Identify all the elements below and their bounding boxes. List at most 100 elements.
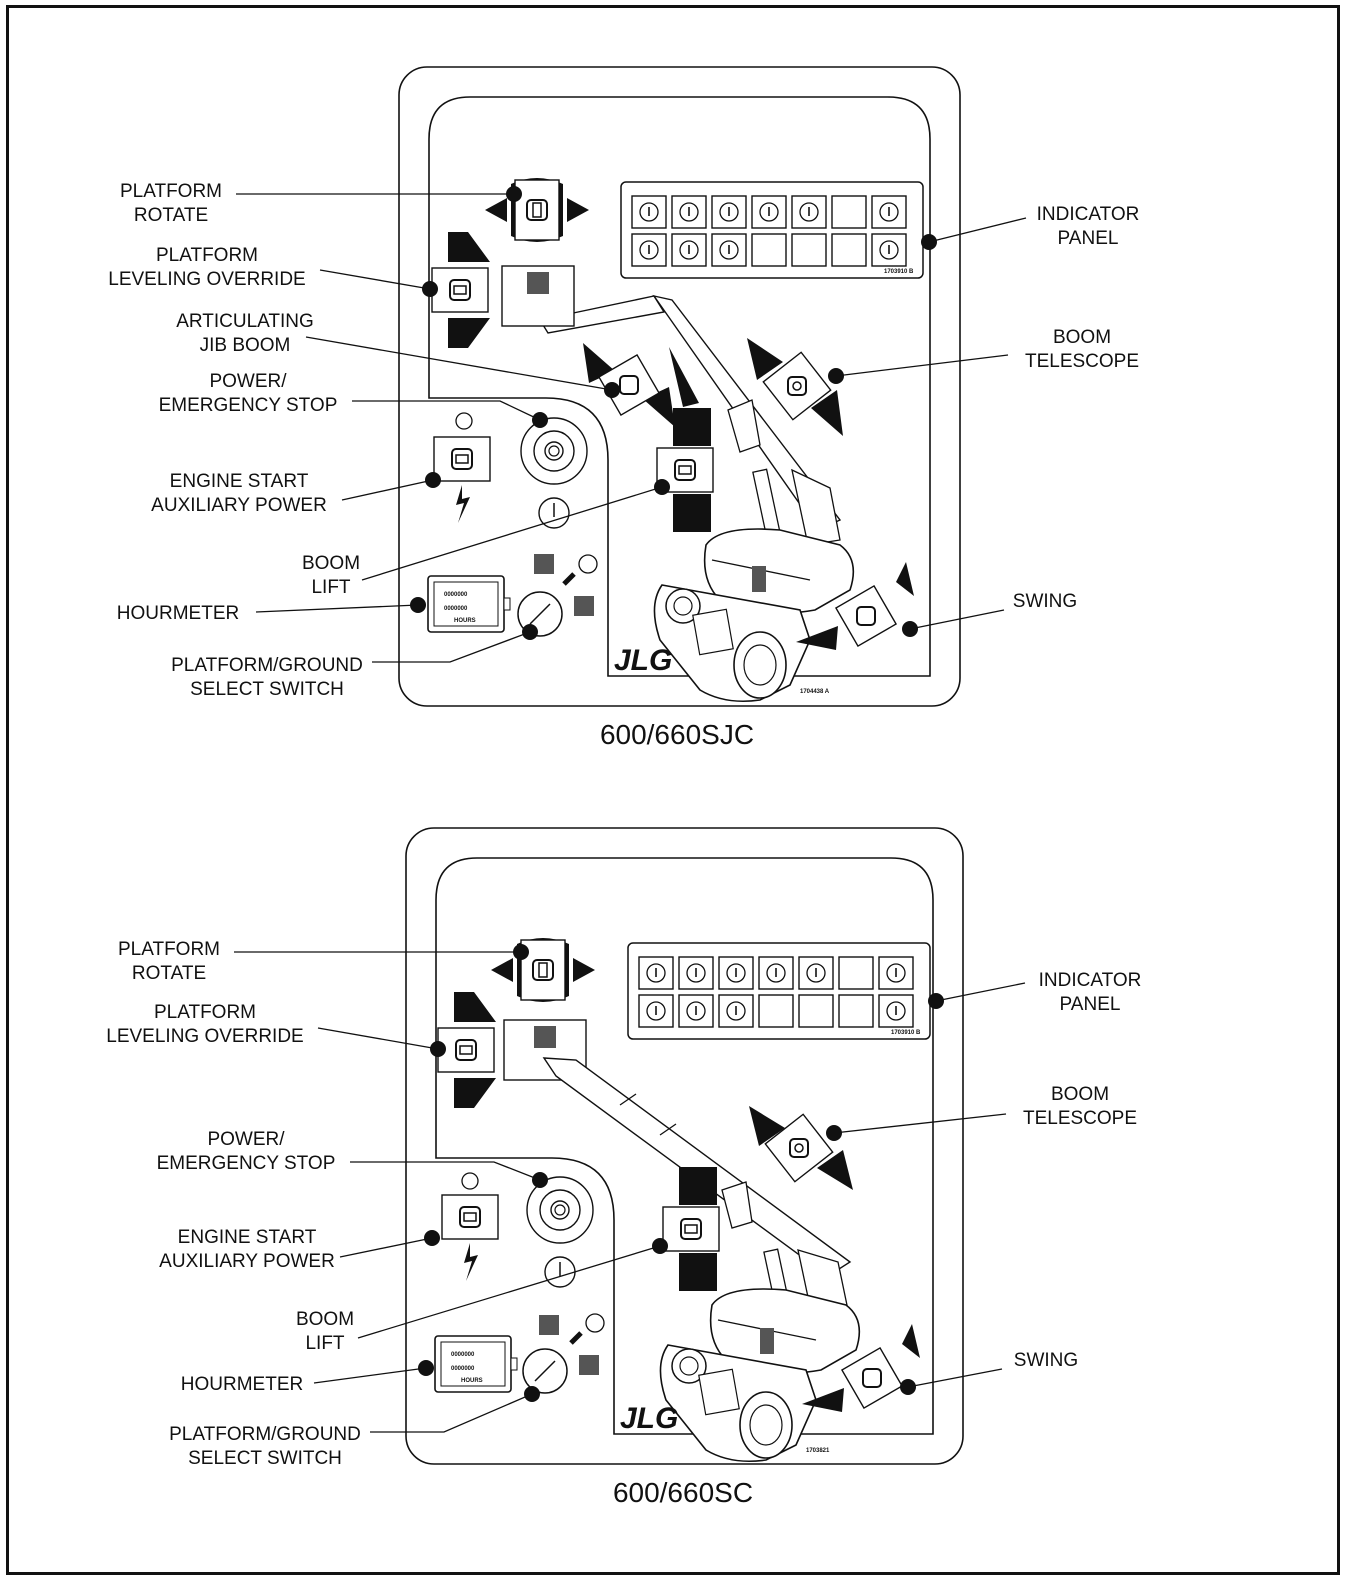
indicator-light: [838, 994, 874, 1028]
label-swing: SWING: [1013, 591, 1077, 612]
callout-dot: [430, 1041, 446, 1057]
diagram-sc: 1703910 B JLG 1703821: [405, 827, 964, 1465]
hourmeter-digits-4: 0000000: [451, 1366, 475, 1372]
engine-start-switch[interactable]: [433, 412, 491, 523]
engine-start-switch-2[interactable]: [441, 1172, 499, 1281]
hourmeter-hours: HOURS: [454, 618, 476, 624]
power-icon: [538, 497, 570, 529]
indicator-symbol-icon: [639, 202, 659, 222]
jlg-logo: JLG: [614, 644, 672, 677]
indicator-symbol-icon: [886, 1001, 906, 1021]
platform-leveling-switch[interactable]: [431, 232, 490, 348]
indicator-symbol-icon: [806, 963, 826, 983]
indicator-symbol-icon: [679, 240, 699, 260]
leader-line: [350, 1161, 541, 1181]
emergency-stop-button[interactable]: [520, 417, 588, 529]
indicator-symbol-icon: [799, 202, 819, 222]
indicator-symbol-icon: [766, 963, 786, 983]
leader-line: [339, 1237, 433, 1258]
diagram-sjc: 1703910 B JLG 1704438 A: [398, 66, 961, 707]
boom-lift-switch-2[interactable]: [662, 1167, 720, 1291]
leader-line: [372, 631, 531, 663]
indicator-symbol-icon: [686, 1001, 706, 1021]
callout-dot: [524, 1386, 540, 1402]
platform-ground-select-switch-2[interactable]: [522, 1313, 605, 1394]
callout-dot: [921, 234, 937, 250]
panel-number: 1704438 A: [800, 689, 830, 695]
indicator-light: [791, 233, 827, 267]
boom-lift-switch[interactable]: [656, 408, 714, 532]
callout-dot: [418, 1360, 434, 1376]
leader-line: [907, 1368, 1003, 1388]
indicator-symbol-icon: [686, 963, 706, 983]
jib-boom-switch[interactable]: [583, 343, 699, 427]
leader-line: [317, 1027, 439, 1050]
swing-switch[interactable]: [796, 562, 914, 650]
indicator-symbol-icon: [726, 963, 746, 983]
callout-dot: [425, 472, 441, 488]
platform-rotate-switch-2[interactable]: [491, 938, 595, 1002]
leader-line: [935, 982, 1026, 1002]
leader-line: [341, 479, 434, 501]
boom-telescope-switch-2[interactable]: [749, 1106, 853, 1190]
label-power-emergency-stop: POWER/EMERGENCY STOP: [157, 1129, 336, 1174]
callout-dot: [902, 621, 918, 637]
callout-dot: [506, 186, 522, 202]
lightning-icon-2: [464, 1243, 478, 1281]
indicator-symbol-icon: [679, 202, 699, 222]
indicator-symbol-icon: [879, 202, 899, 222]
leader-line: [835, 354, 1009, 377]
indicator-symbol-icon: [886, 963, 906, 983]
indicator-symbol-icon: [719, 240, 739, 260]
emergency-stop-button-2[interactable]: [526, 1176, 594, 1288]
diagram-caption: 600/660SC: [613, 1477, 753, 1508]
leader-line: [928, 217, 1027, 243]
platform-rotate-switch[interactable]: [485, 178, 589, 242]
leader-line: [319, 269, 431, 290]
indicator-light: [758, 994, 794, 1028]
hourmeter-hours-2: HOURS: [461, 1378, 483, 1384]
label-hourmeter: HOURMETER: [181, 1374, 303, 1395]
platform-ground-select-switch[interactable]: [517, 554, 598, 637]
indicator-light: [871, 195, 907, 229]
indicator-symbol-icon: [879, 240, 899, 260]
indicator-light: [831, 233, 867, 267]
boom-telescope-switch[interactable]: [747, 338, 843, 436]
diagram-caption: 600/660SJC: [600, 719, 754, 750]
indicator-panel-number: 1703910 B: [884, 269, 914, 275]
jlg-logo-2: JLG: [620, 1402, 678, 1435]
leader-line: [833, 1113, 1007, 1134]
indicator-symbol-icon: [646, 1001, 666, 1021]
hourmeter-digits-2: 0000000: [444, 606, 468, 612]
callout-dot: [652, 1238, 668, 1254]
indicator-light: [711, 233, 747, 267]
callout-dot: [513, 944, 529, 960]
swing-switch-2[interactable]: [802, 1324, 920, 1412]
hourmeter-digits-3: 0000000: [451, 1352, 475, 1358]
indicator-symbol-icon: [639, 240, 659, 260]
platform-leveling-switch-2[interactable]: [437, 992, 496, 1108]
indicator-light: [838, 956, 874, 990]
boom-structure: JLG 1704438 A: [501, 265, 855, 703]
panel-outline: [398, 66, 961, 707]
callout-dot: [826, 1125, 842, 1141]
panel-inner-outline-2: [435, 857, 934, 1435]
panel-inner-outline: [428, 96, 931, 677]
leader-line: [305, 336, 613, 391]
callout-dot: [900, 1379, 916, 1395]
leader-line: [352, 400, 541, 421]
indicator-symbol-icon: [726, 1001, 746, 1021]
indicator-panel: 1703910 B: [620, 181, 924, 279]
label-hourmeter: HOURMETER: [117, 603, 239, 624]
